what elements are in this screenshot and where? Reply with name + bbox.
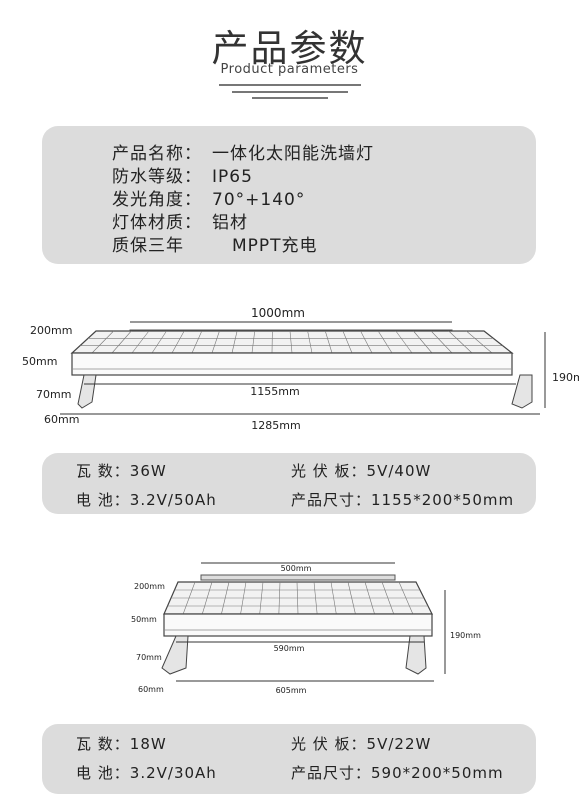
lamp-body xyxy=(71,352,513,376)
battery-label: 电 池： xyxy=(76,764,130,782)
grid-line xyxy=(131,330,150,354)
spec-row-warranty: 质保三年 MPPT充电 xyxy=(112,231,318,256)
product-info-panel-2 xyxy=(42,724,536,794)
size-value: 590*200*50mm xyxy=(371,764,504,782)
solar-label: 光 伏 板： xyxy=(291,462,367,480)
dim-thickness: 50mm xyxy=(22,355,57,368)
power-value: 36W xyxy=(129,462,167,480)
spec-label: 灯体材质： xyxy=(112,213,202,233)
spec-row-waterproof: 防水等级： IP65 xyxy=(112,162,253,187)
spec-value: IP65 xyxy=(212,167,253,187)
dim-leg: 70mm xyxy=(36,388,71,401)
battery-value: 3.2V/30Ah xyxy=(129,764,217,782)
grid-line xyxy=(289,330,293,354)
spec-value: MPPT充电 xyxy=(232,236,318,256)
grid-line xyxy=(448,330,473,354)
size-line: 产品尺寸：1155*200*50mm xyxy=(291,489,514,510)
product-info-panel-1 xyxy=(42,453,536,514)
size-value: 1155*200*50mm xyxy=(371,491,515,509)
power-label: 瓦 数： xyxy=(76,462,130,480)
dim-body-length: 1155mm xyxy=(250,385,299,398)
size-label: 产品尺寸： xyxy=(291,491,372,509)
dim-total-length: 1285mm xyxy=(251,419,300,432)
size-label: 产品尺寸： xyxy=(291,764,372,782)
frame-top-bar xyxy=(200,574,396,581)
battery-value: 3.2V/50Ah xyxy=(129,491,217,509)
spec-value: 70°+140° xyxy=(212,190,306,210)
grid-line xyxy=(413,330,433,354)
spec-label: 产品名称： xyxy=(112,144,202,164)
title-underline-mid xyxy=(232,91,348,93)
grid-line xyxy=(360,330,373,354)
grid-line xyxy=(342,330,353,354)
spec-label: 防水等级： xyxy=(112,167,202,187)
spec-panel xyxy=(42,126,536,264)
page-subtitle: Product parameters xyxy=(220,62,359,77)
grid-line xyxy=(231,330,238,354)
dim-height: 190mm xyxy=(450,631,481,640)
right-leg xyxy=(405,635,427,675)
dim-foot: 60mm xyxy=(44,413,79,426)
spec-row-beam-angle: 发光角度： 70°+140° xyxy=(112,185,305,210)
dim-foot: 60mm xyxy=(138,685,164,694)
title-underline-bottom xyxy=(252,97,328,99)
battery-line: 电 池：3.2V/50Ah xyxy=(76,489,217,510)
dim-panel-length: 500mm xyxy=(281,564,312,573)
battery-line: 电 池：3.2V/30Ah xyxy=(76,762,217,783)
page-title: 产品参数 xyxy=(211,27,368,70)
product-diagram-large: 1000mm 200mm 50mm 70mm 60mm 1155mm 1285m… xyxy=(22,306,579,432)
lamp-body xyxy=(163,613,433,637)
solar-label: 光 伏 板： xyxy=(291,735,367,753)
left-leg xyxy=(77,374,97,409)
dim-leg: 70mm xyxy=(136,653,162,662)
solar-cell-grid xyxy=(80,330,503,354)
grid-line xyxy=(377,330,393,354)
spec-value: 铝材 xyxy=(212,213,248,233)
grid-line xyxy=(324,330,333,354)
grid-line xyxy=(430,330,453,354)
grid-line xyxy=(171,330,185,354)
spec-row-material: 灯体材质： 铝材 xyxy=(112,208,248,233)
dim-total-length: 605mm xyxy=(276,686,307,695)
grid-line xyxy=(151,330,167,354)
power-line: 瓦 数：36W xyxy=(76,460,167,481)
solar-line: 光 伏 板：5V/40W xyxy=(291,460,431,481)
solar-value: 5V/40W xyxy=(366,462,432,480)
grid-line xyxy=(466,330,493,354)
left-leg xyxy=(161,635,189,675)
dim-body-length: 590mm xyxy=(274,644,305,653)
product-diagram-small: 500mm 200mm 50mm 70mm 60mm 590mm 605mm 1… xyxy=(131,562,481,695)
grid-line xyxy=(91,330,114,354)
dim-panel-length: 1000mm xyxy=(251,306,305,320)
title-underline-top xyxy=(219,84,361,86)
grid-line xyxy=(111,330,132,354)
dim-width: 200mm xyxy=(30,324,72,337)
solar-line: 光 伏 板：5V/22W xyxy=(291,733,431,754)
grid-line xyxy=(307,330,313,354)
grid-line xyxy=(211,330,220,354)
dim-height: 190mm xyxy=(552,371,579,384)
right-leg xyxy=(511,374,533,409)
grid-line xyxy=(395,330,413,354)
grid-line xyxy=(251,330,256,354)
power-label: 瓦 数： xyxy=(76,735,130,753)
dim-width: 200mm xyxy=(134,582,165,591)
battery-label: 电 池： xyxy=(76,491,130,509)
dim-thickness: 50mm xyxy=(131,615,157,624)
spec-row-name: 产品名称： 一体化太阳能洗墙灯 xyxy=(112,139,374,164)
solar-value: 5V/22W xyxy=(366,735,432,753)
power-line: 瓦 数：18W xyxy=(76,733,167,754)
grid-line xyxy=(191,330,203,354)
size-line: 产品尺寸：590*200*50mm xyxy=(291,762,504,783)
power-value: 18W xyxy=(129,735,167,753)
spec-label: 发光角度： xyxy=(112,190,202,210)
solar-cell-grid xyxy=(167,581,428,615)
spec-value: 一体化太阳能洗墙灯 xyxy=(212,144,374,164)
spec-label: 质保三年 xyxy=(112,236,184,256)
